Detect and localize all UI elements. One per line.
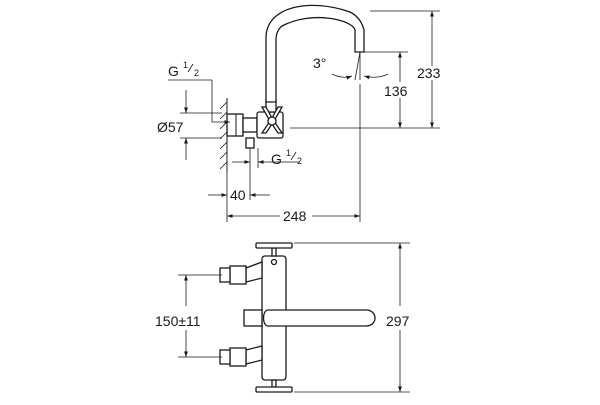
width-297-label: 297 — [386, 313, 410, 329]
thread-bottom-main: G — [271, 151, 282, 167]
top-handle — [255, 242, 293, 249]
lower-outlet — [245, 137, 255, 149]
bottom-handle — [255, 386, 293, 393]
side-view: G 1 2 Ø57 3° 233 136 — [157, 4, 441, 224]
front-spout — [262, 309, 376, 327]
bottom-handle-stem — [271, 379, 277, 388]
offset-40-label: 40 — [230, 187, 246, 203]
angle-label: 3° — [313, 55, 326, 71]
upper-arm — [245, 261, 263, 283]
spout-base — [243, 309, 263, 327]
top-handle-stem — [271, 247, 277, 257]
thread-top-main: G — [168, 63, 179, 79]
thread-top-num: 1 — [183, 60, 188, 70]
diameter-label: Ø57 — [157, 119, 184, 135]
spout — [265, 4, 365, 103]
thread-bottom-den: 2 — [297, 156, 302, 166]
wall-hatching — [219, 101, 228, 170]
reach-248-label: 248 — [283, 208, 307, 224]
cross-handle — [260, 106, 284, 134]
thread-top-label: G 1 2 — [168, 60, 199, 79]
spacing-label: 150±11 — [155, 313, 201, 329]
lower-arm — [245, 345, 263, 365]
connector-nut — [242, 117, 258, 133]
thread-bottom-label: G 1 2 — [271, 148, 302, 167]
thread-bottom-num: 1 — [286, 148, 291, 158]
height-outlet-label: 136 — [384, 83, 408, 99]
upper-connector — [229, 265, 247, 285]
wall-connector — [226, 113, 244, 137]
front-view: 150±11 297 — [155, 242, 410, 393]
height-total-label: 233 — [417, 65, 441, 81]
thread-top-den: 2 — [194, 68, 199, 78]
lower-connector — [229, 347, 247, 367]
